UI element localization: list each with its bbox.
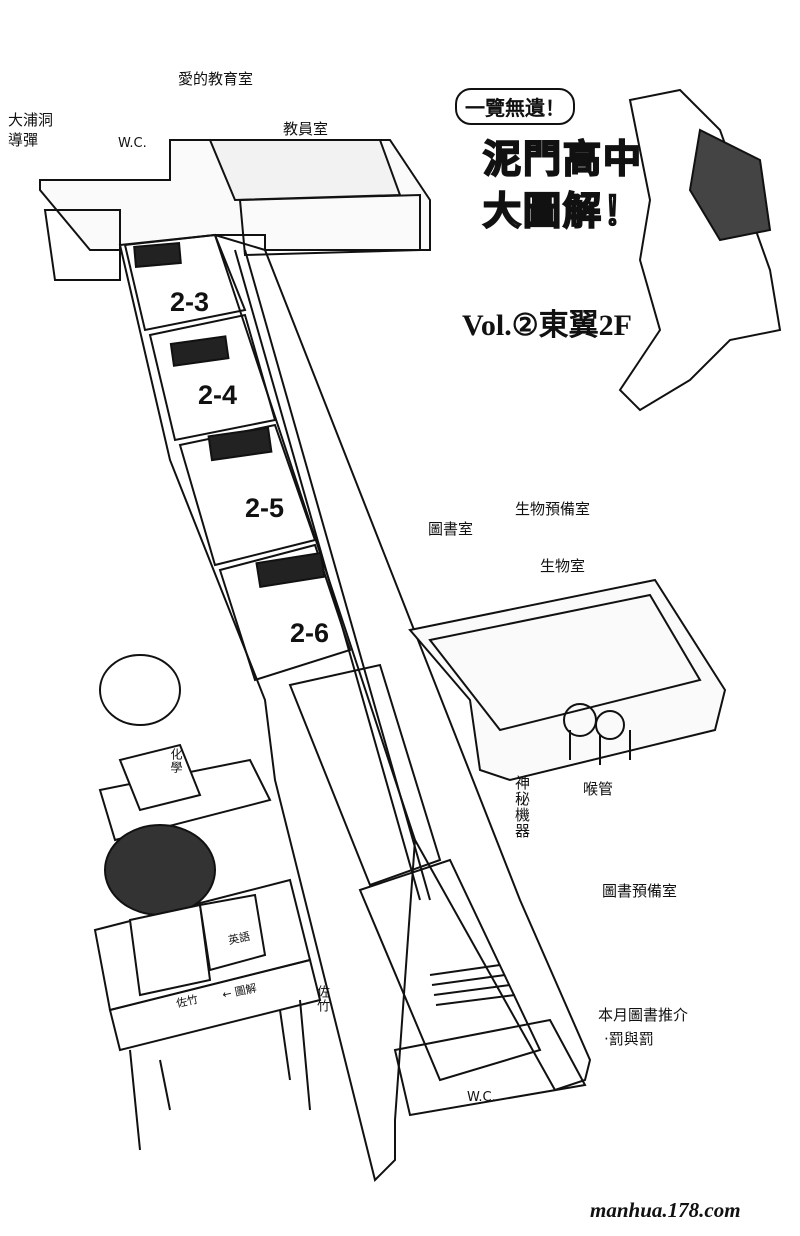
label-monthly-books: 本月圖書推介 — [598, 1006, 689, 1024]
classroom-2-6: 2-6 — [290, 618, 330, 648]
label-airi-room: 愛的教育室 — [178, 70, 254, 88]
book-cover-label: 化學 — [169, 748, 183, 774]
bag-name-label: 佐竹 — [314, 985, 329, 1013]
title-line3: 大圖解！ — [482, 188, 644, 234]
label-mystery-machine: 神秘機器 — [513, 775, 531, 839]
label-punishment: ‧罰與罰 — [604, 1030, 654, 1048]
label-library: 圖書室 — [428, 520, 474, 538]
title-line2: 泥門高中 — [482, 136, 644, 182]
watermark: manhua.178.com — [590, 1198, 741, 1222]
classroom-2-4: 2-4 — [198, 380, 238, 410]
label-library-prep: 圖書預備室 — [602, 882, 678, 900]
label-biology-prep: 生物預備室 — [515, 500, 591, 518]
label-wc-bottom: W.C. — [467, 1090, 496, 1105]
label-otaku-den: 大浦洞 導彈 — [8, 111, 54, 149]
classroom-2-5: 2-5 — [245, 493, 285, 523]
label-pipes: 喉管 — [583, 780, 614, 798]
volume-label: Vol.②東翼2F — [462, 309, 632, 342]
label-staff-room: 教員室 — [283, 120, 329, 138]
label-biology-room: 生物室 — [540, 557, 586, 575]
classroom-2-3: 2-3 — [170, 287, 210, 317]
label-wc-top: W.C. — [118, 136, 147, 151]
title-line1: 一覽無遺！ — [455, 88, 575, 125]
